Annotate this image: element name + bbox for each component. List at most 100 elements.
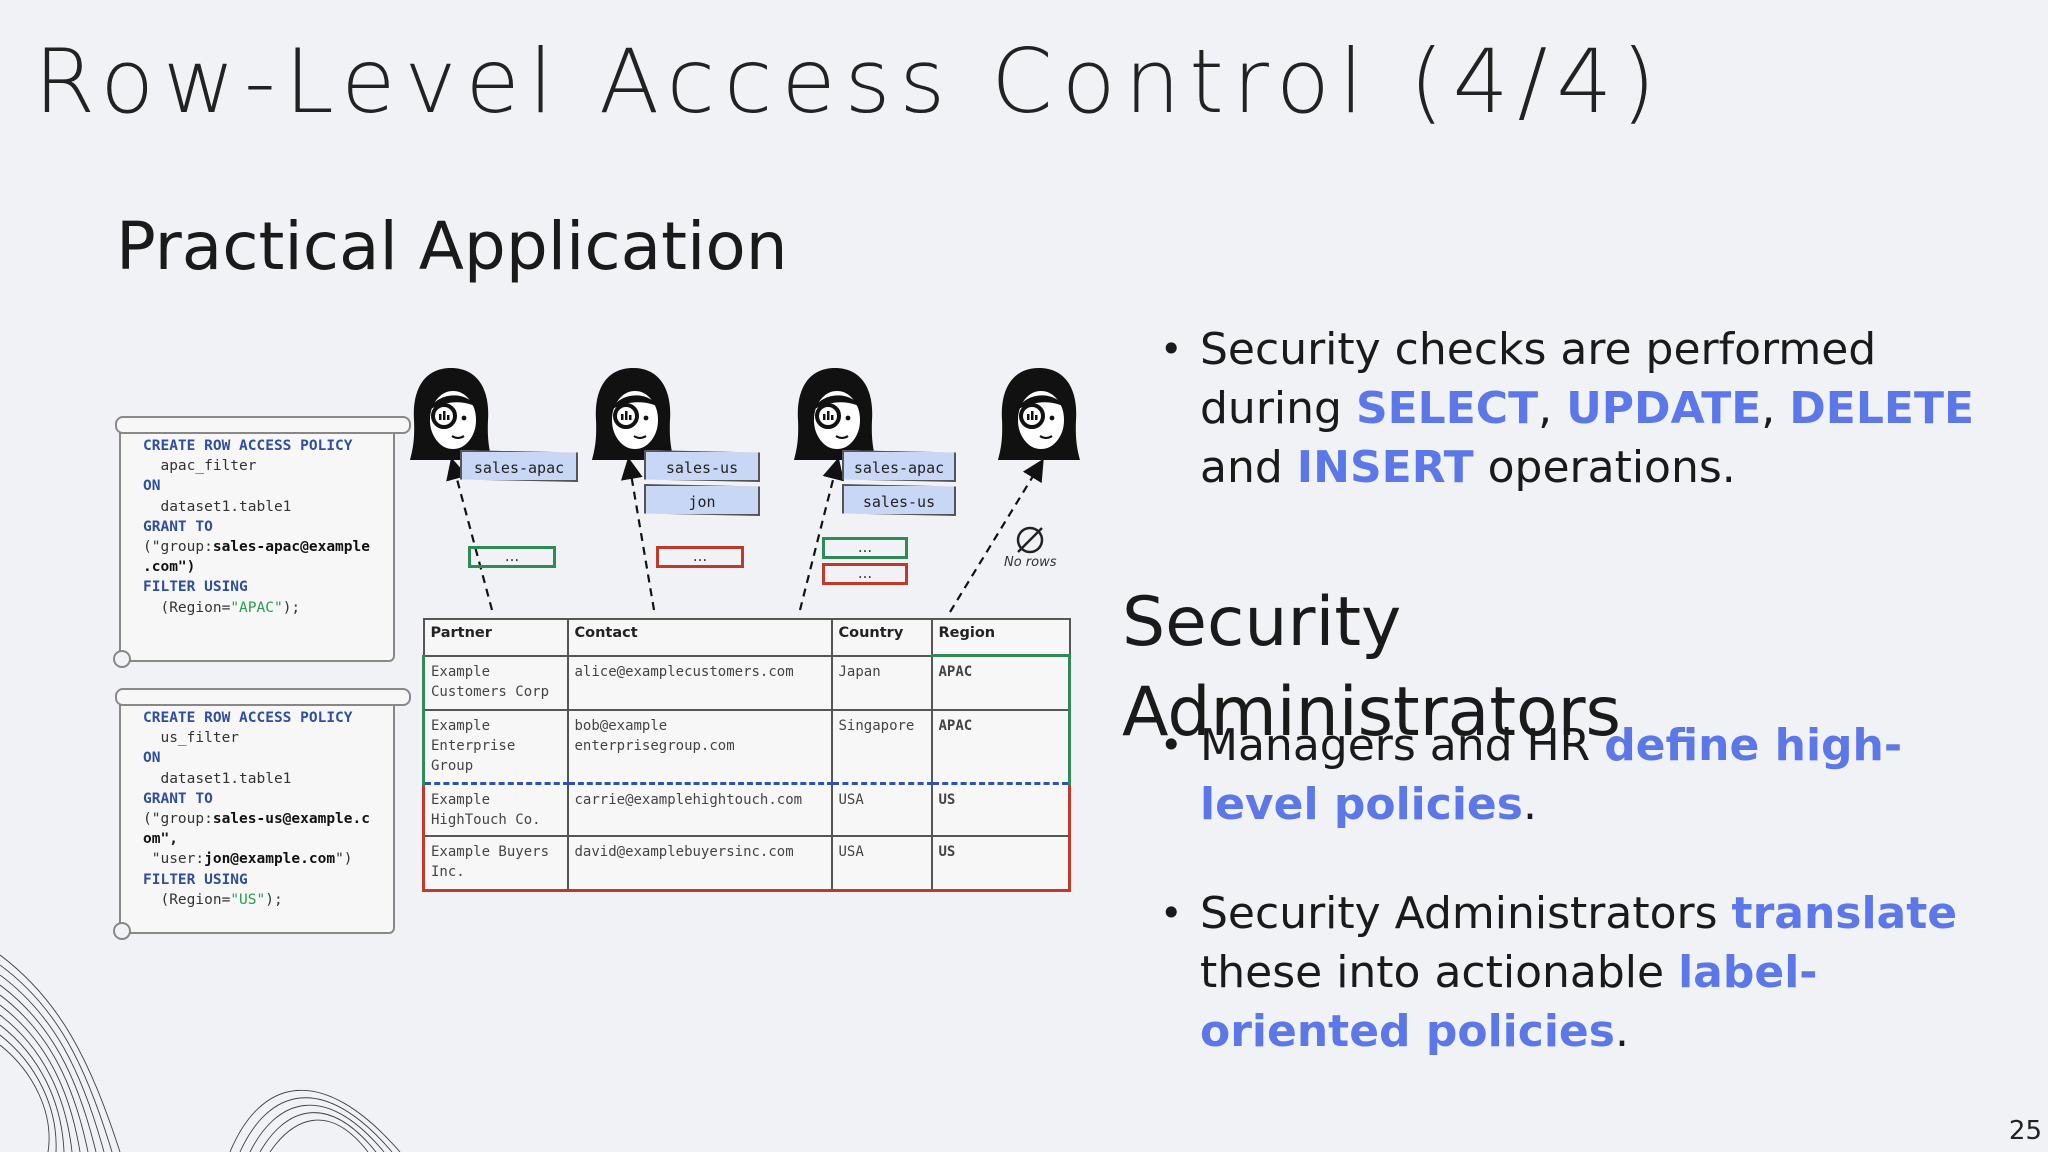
arrow-user-2: [620, 457, 656, 611]
scroll-curl-icon: [113, 650, 131, 668]
table-header-row: Partner Contact Country Region: [422, 618, 1071, 657]
section-subtitle: Practical Application: [116, 208, 788, 285]
cell-country: Singapore: [830, 708, 933, 785]
cell-partner: Example HighTouch Co.: [422, 782, 569, 837]
user-avatar-4: [994, 364, 1084, 468]
code-line: us_filter: [143, 730, 240, 747]
highlight-text: define high-level policies: [1200, 720, 1903, 830]
code-fragment: );: [265, 891, 283, 908]
code-line: dataset1.table1: [143, 770, 292, 787]
user-analyst-icon: [998, 368, 1080, 460]
policy-code-apac: CREATE ROW ACCESS POLICY apac_filter ON …: [121, 424, 393, 628]
highlight-text: label-oriented policies: [1200, 947, 1818, 1057]
code-fragment: jon@example.com: [204, 851, 336, 868]
cell-partner: Example Enterprise Group: [422, 708, 569, 785]
group-tag: sales-us: [842, 484, 956, 516]
column-header: Country: [830, 618, 933, 657]
empty-set-icon: [1016, 526, 1044, 554]
code-line: ON: [143, 478, 161, 495]
code-line: FILTER USING: [143, 871, 248, 888]
arrow-user-4: [949, 458, 1044, 613]
table-row: Example HighTouch Co. carrie@examplehigh…: [422, 782, 1071, 837]
arrow-user-3: [798, 457, 844, 611]
bullet-text: Managers and HR: [1200, 720, 1605, 771]
user-avatar-1: [406, 364, 496, 468]
code-line: apac_filter: [143, 458, 257, 475]
keyword-update: UPDATE: [1566, 383, 1762, 434]
user-analyst-icon: [592, 368, 674, 460]
no-rows-label: No rows: [1004, 555, 1057, 570]
group-tag: sales-us: [644, 450, 760, 482]
bullet-list-administrators: Security Administrators translate these …: [1160, 884, 2020, 1061]
policy-scroll-us: CREATE ROW ACCESS POLICY us_filter ON da…: [113, 688, 411, 940]
code-fragment: "user:: [143, 851, 205, 868]
bullet-list-managers: Managers and HR define high-level polici…: [1160, 716, 2020, 834]
code-fragment: "US": [230, 891, 266, 908]
group-tag: sales-apac: [460, 450, 578, 482]
column-header: Region: [930, 618, 1071, 657]
code-fragment: sales-apac@example: [212, 539, 370, 556]
result-box-us: ...: [822, 563, 908, 585]
security-administrators-heading: Security Administrators: [1122, 578, 1621, 758]
bullet-item: Security checks are performed during SEL…: [1160, 320, 2020, 497]
result-box-apac: ...: [822, 537, 908, 559]
group-tag: sales-apac: [842, 450, 956, 482]
bullet-text: and: [1200, 442, 1297, 493]
heading-text: Security Administrators: [1122, 583, 1621, 752]
code-line: GRANT TO: [143, 790, 213, 807]
code-fragment: sales-us@example.c: [212, 811, 370, 828]
cell-contact: carrie@examplehightouch.com: [566, 782, 833, 837]
scroll-roll-top: [115, 688, 411, 706]
slide-title: Row-Level Access Control (4/4): [34, 30, 1665, 133]
code-fragment: "): [335, 851, 353, 868]
keyword-insert: INSERT: [1296, 442, 1474, 493]
code-line: .com"): [143, 559, 196, 576]
cell-contact: bob@example enterprisegroup.com: [566, 708, 833, 785]
cell-country: Japan: [830, 654, 933, 711]
bullet-text: these into actionable: [1200, 947, 1679, 998]
code-fragment: (Region=: [143, 599, 231, 616]
user-tag: jon: [644, 484, 760, 516]
data-table: Partner Contact Country Region Example C…: [422, 618, 1071, 892]
code-line: dataset1.table1: [143, 498, 292, 515]
result-box-apac: ...: [468, 546, 556, 568]
cell-region: APAC: [930, 654, 1071, 711]
cell-region: APAC: [930, 708, 1071, 785]
decorative-wave-lines: [0, 954, 401, 1152]
page-number: 25: [2008, 1116, 2042, 1146]
code-line: FILTER USING: [143, 579, 248, 596]
bullet-text: ,: [1761, 383, 1790, 434]
column-header: Partner: [422, 618, 569, 657]
highlight-text: translate: [1731, 888, 1958, 939]
user-analyst-icon: [794, 368, 876, 460]
bullet-text: operations.: [1473, 442, 1736, 493]
bullet-text: ,: [1538, 383, 1567, 434]
cell-partner: Example Customers Corp: [422, 654, 569, 711]
bullet-text: Security checks are performed during: [1200, 324, 1877, 434]
cell-partner: Example Buyers Inc.: [422, 835, 569, 892]
bullet-text: Security Administrators: [1200, 888, 1732, 939]
user-avatar-3: [790, 364, 880, 468]
keyword-select: SELECT: [1355, 383, 1539, 434]
code-fragment: );: [282, 599, 301, 616]
policy-code-us: CREATE ROW ACCESS POLICY us_filter ON da…: [121, 696, 393, 920]
cell-region: US: [930, 782, 1071, 837]
table-row: Example Enterprise Group bob@example ent…: [422, 708, 1071, 785]
code-line: CREATE ROW ACCESS POLICY: [143, 710, 353, 726]
bullet-text: .: [1614, 1006, 1629, 1057]
table-row: Example Buyers Inc. david@examplebuyersi…: [422, 835, 1071, 892]
cell-country: USA: [830, 782, 933, 837]
cell-region: US: [930, 835, 1071, 892]
code-line: ON: [143, 750, 161, 767]
bullet-item: Security Administrators translate these …: [1160, 884, 2020, 1061]
code-fragment: ("group:: [143, 811, 213, 828]
scroll-roll-top: [115, 416, 411, 434]
user-analyst-icon: [410, 368, 492, 460]
arrow-user-1: [446, 457, 494, 611]
code-line: CREATE ROW ACCESS POLICY: [143, 438, 353, 454]
cell-contact: david@examplebuyersinc.com: [566, 835, 833, 892]
bullet-text: .: [1522, 779, 1537, 830]
code-line: GRANT TO: [143, 518, 213, 535]
result-box-us: ...: [656, 546, 744, 568]
